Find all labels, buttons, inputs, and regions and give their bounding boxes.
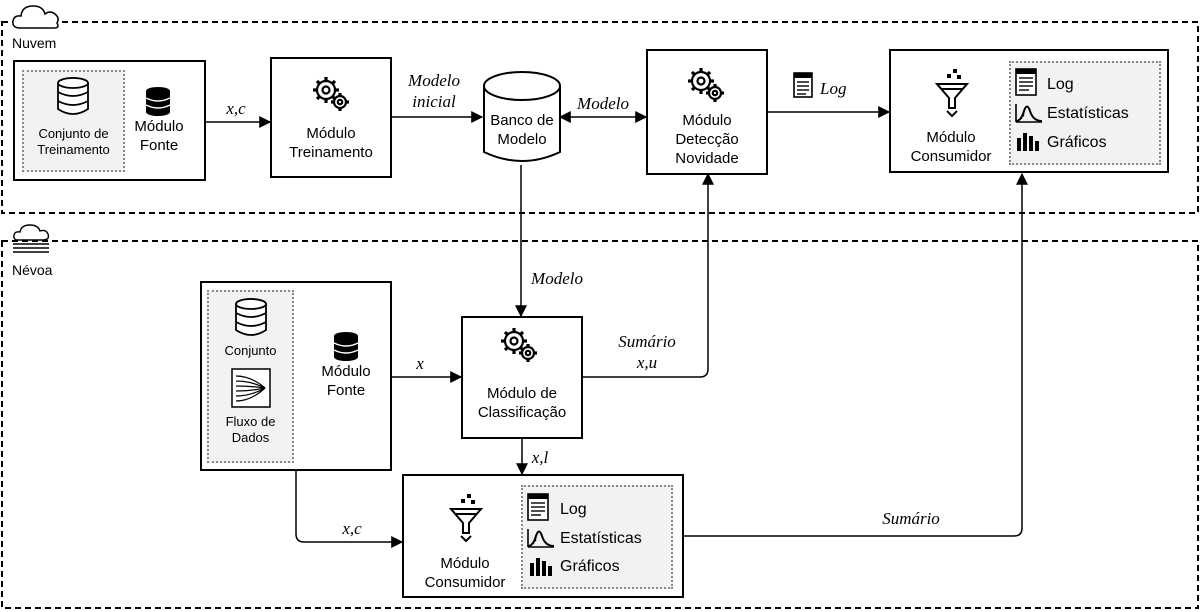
cloud-output-log: Log	[1047, 76, 1074, 93]
cloud-dataset-panel	[22, 70, 125, 172]
document-icon	[793, 72, 813, 98]
edge-label-xc-bottom: x,c	[342, 519, 362, 538]
cloud-icon	[12, 5, 59, 29]
fog-dataset-label: Conjunto	[224, 343, 277, 358]
cloud-consumer-label: Módulo Consumidor	[910, 129, 992, 165]
edge-label-x: x	[416, 354, 424, 373]
cloud-region-border	[1, 21, 1199, 214]
model-database	[483, 71, 561, 162]
novelty-detection-module	[646, 49, 768, 175]
fog-output-statistics: Estatísticas	[560, 530, 642, 547]
training-module	[270, 57, 392, 178]
edge-label-log: Log	[820, 79, 847, 98]
gears-icon	[501, 328, 537, 362]
document-icon	[1015, 68, 1037, 96]
bar-chart-icon	[530, 558, 552, 576]
cloud-source-label: Módulo Fonte	[134, 118, 184, 154]
database-icon	[145, 87, 171, 116]
cloud-region-title: Nuvem	[12, 35, 57, 51]
database-icon	[235, 298, 267, 336]
fog-stream-label: Fluxo de Dados	[225, 414, 276, 445]
funnel-icon	[448, 494, 484, 543]
fog-region-title: Névoa	[12, 262, 53, 278]
document-icon	[527, 493, 549, 521]
database-icon	[57, 77, 89, 115]
edge-label-model-down: Modelo	[531, 269, 583, 288]
cloud-dataset-label: Conjunto de Treinamento	[37, 126, 110, 157]
fog-output-charts: Gráficos	[560, 558, 620, 575]
training-label: Módulo Treinamento	[289, 125, 373, 161]
model-db-label: Banco de Modelo	[490, 112, 554, 148]
funnel-icon	[934, 69, 970, 118]
edge-label-summary-xu: Sumário x,u	[618, 332, 676, 372]
gears-icon	[313, 77, 349, 111]
edge-label-initial-model: Modelo inicial	[408, 71, 460, 111]
fog-consumer-label: Módulo Consumidor	[424, 555, 506, 591]
bar-chart-icon	[1017, 133, 1039, 151]
fog-output-log: Log	[560, 501, 587, 518]
edge-label-xc-top: x,c	[226, 99, 246, 118]
database-icon	[333, 332, 359, 361]
cloud-output-charts: Gráficos	[1047, 134, 1107, 151]
cloud-output-statistics: Estatísticas	[1047, 105, 1129, 122]
distribution-icon	[1015, 104, 1043, 123]
edge-classification-to-novelty	[583, 172, 714, 378]
edge-fog-consumer-to-cloud-consumer	[684, 172, 1028, 537]
edge-fog-source-to-consumer	[295, 471, 404, 548]
distribution-icon	[527, 529, 555, 548]
gears-icon	[688, 68, 724, 102]
classification-label: Módulo de Classificação	[477, 385, 567, 421]
novelty-label: Módulo Detecção Novidade	[675, 112, 739, 167]
fog-region-border	[1, 240, 1199, 609]
stream-icon	[231, 368, 271, 408]
fog-source-label: Módulo Fonte	[321, 363, 371, 399]
fog-icon	[13, 224, 50, 253]
edge-label-xl: x,l	[531, 448, 549, 467]
edge-label-model-bidir: Modelo	[577, 94, 629, 113]
edge-label-summary-bottom: Sumário	[882, 509, 940, 528]
